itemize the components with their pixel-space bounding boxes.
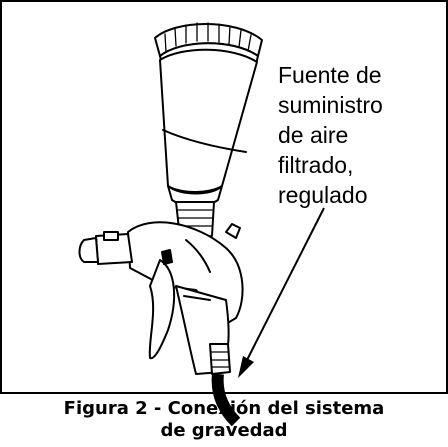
air-hose xyxy=(211,373,241,427)
caption-line-2: de gravedad xyxy=(160,420,288,441)
callout-line: suministro xyxy=(278,92,383,118)
trigger xyxy=(148,259,176,360)
air-fitting xyxy=(209,343,231,375)
air-supply-callout: Fuente de suministro de aire filtrado, r… xyxy=(278,60,438,210)
leader-line xyxy=(245,207,325,363)
callout-line: de aire xyxy=(278,122,349,148)
callout-line: Fuente de xyxy=(278,62,382,88)
leader-arrowhead xyxy=(238,356,254,378)
gravity-cup xyxy=(159,48,258,193)
callout-line: regulado xyxy=(278,182,368,208)
figure-caption: Figura 2 - Conexión del sistema de grave… xyxy=(0,398,448,442)
caption-line-1: Figura 2 - Conexión del sistema xyxy=(63,398,385,419)
callout-line: filtrado, xyxy=(278,152,354,178)
